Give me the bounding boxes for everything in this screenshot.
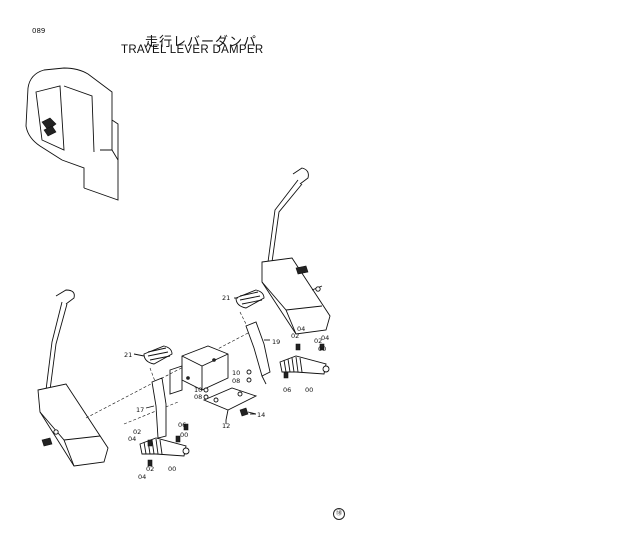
small-hardware [147,343,325,467]
sheet-mark: ⑱ [333,508,345,520]
label-part-00-b: 00 [318,345,326,353]
title-japanese: 走行レバーダンパ [145,35,258,50]
label-part-21-lower: 21 [124,351,132,359]
label-part-04-c: 04 [128,435,136,443]
arm-19 [245,321,271,385]
label-part-17: 17 [136,406,144,414]
damper-cover-21-upper [235,289,265,309]
cab-thumbnail [25,67,119,201]
label-part-02-d: 02 [146,465,154,473]
page-number: 089 [32,27,46,35]
arm-17 [151,377,167,439]
label-part-06-a: 06 [283,386,291,394]
label-part-21-upper: 21 [222,294,230,302]
label-part-19: 19 [272,338,280,346]
damper-cylinder-left [139,437,190,457]
bolt-14 [239,407,257,417]
label-part-00-a: 00 [305,386,313,394]
label-part-00-d: 00 [168,465,176,473]
label-part-14: 14 [257,411,265,419]
label-part-04-b: 04 [321,334,329,342]
label-part-12: 12 [222,422,230,430]
label-part-02-a: 02 [291,332,299,340]
plate-12 [202,387,258,421]
center-bracket [169,345,229,395]
right-travel-lever [261,167,331,335]
label-part-00-c: 00 [180,431,188,439]
label-part-02-b: 02 [314,337,322,345]
leader-lines [133,297,270,424]
assembly-lines [85,311,251,425]
label-part-06-b: 06 [178,421,186,429]
left-travel-lever [37,289,109,467]
label-part-08-a: 08 [232,377,240,385]
label-part-08-b: 08 [194,393,202,401]
title-english: TRAVEL LEVER DAMPER [121,44,264,56]
label-part-02-c: 02 [133,428,141,436]
label-part-04-a: 04 [297,325,305,333]
damper-cover-21-lower [143,345,173,365]
label-part-10-a: 10 [232,369,240,377]
label-part-04-d: 04 [138,473,146,481]
damper-cylinder-right [279,355,330,375]
label-part-10-b: 10 [194,386,202,394]
